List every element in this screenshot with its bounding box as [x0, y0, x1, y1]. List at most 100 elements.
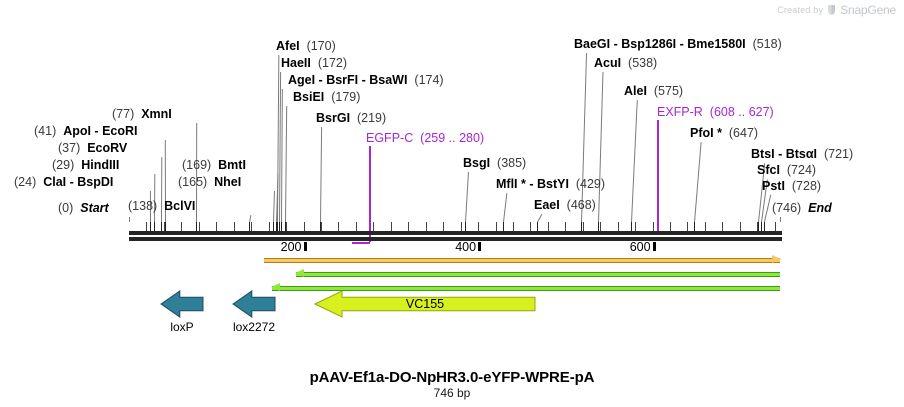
- arrow-head-left-icon: [295, 269, 304, 277]
- arrow-head-right-icon: [772, 255, 781, 263]
- primer-tick: [352, 242, 370, 244]
- green-reverse-feature-1[interactable]: [295, 269, 780, 278]
- ruler-minor-tick: [443, 222, 444, 231]
- enzyme-label: (746) End: [772, 202, 832, 215]
- snapgene-watermark: Created by SnapGene: [777, 3, 896, 17]
- enzyme-cut-tick: [694, 222, 695, 231]
- enzyme-cut-tick: [537, 222, 538, 231]
- enzyme-cut-tick: [503, 222, 504, 231]
- arrow-shape-icon: [160, 290, 204, 318]
- enzyme-label: (24) ClaI - BspDI: [14, 176, 113, 189]
- feature-arrow-loxP[interactable]: [160, 290, 204, 318]
- feature-arrow-lox2272[interactable]: [232, 290, 276, 318]
- enzyme-name: BmtI: [218, 158, 246, 172]
- enzyme-cut-tick: [273, 222, 274, 231]
- enzyme-cut-tick: [161, 222, 162, 231]
- enzyme-position: (518): [745, 37, 782, 51]
- enzyme-label: EaeI (468): [534, 199, 596, 212]
- ruler-minor-tick: [687, 222, 688, 231]
- enzyme-label: (169) BmtI: [182, 159, 246, 172]
- ruler-minor-tick: [426, 222, 427, 231]
- enzyme-position: (174): [407, 73, 444, 87]
- enzyme-position: (468): [559, 198, 596, 212]
- arrow-shape-icon: [232, 290, 276, 318]
- enzyme-label: BaeGI - Bsp1286I - Bme1580I (518): [574, 38, 782, 51]
- ruler-minor-tick: [530, 222, 531, 231]
- enzyme-cut-tick: [758, 222, 759, 231]
- enzyme-name: AgeI - BsrFI - BsaWI: [288, 73, 408, 87]
- feature-bar: [264, 258, 780, 263]
- enzyme-cut-tick: [764, 222, 765, 231]
- enzyme-name: PfoI *: [690, 126, 722, 140]
- enzyme-cut-tick: [279, 222, 280, 231]
- enzyme-cut-tick: [598, 222, 599, 231]
- ruler-minor-tick: [565, 222, 566, 231]
- enzyme-name: XmnI: [141, 107, 172, 121]
- ruler-minor-tick: [199, 222, 200, 231]
- ruler-minor-tick: [391, 222, 392, 231]
- primer-range: (259 .. 280): [413, 131, 485, 145]
- enzyme-cut-tick: [761, 222, 762, 231]
- ruler-minor-tick: [234, 222, 235, 231]
- primer-name: EXFP-R: [657, 105, 703, 119]
- enzyme-name: BclVI: [164, 199, 196, 213]
- feature-bar: [272, 286, 780, 291]
- ruler-minor-tick: [408, 222, 409, 231]
- ruler-minor-tick: [548, 222, 549, 231]
- feature-name-label: loxP: [170, 320, 194, 334]
- enzyme-position: (647): [721, 126, 759, 140]
- enzyme-name: ClaI - BspDI: [43, 175, 114, 189]
- enzyme-name: End: [808, 201, 832, 215]
- enzyme-position: (538): [621, 56, 658, 70]
- ruler-minor-tick: [338, 222, 339, 231]
- enzyme-cut-tick: [465, 222, 466, 231]
- sequence-length: 746 bp: [433, 386, 471, 400]
- enzyme-cut-tick: [581, 222, 582, 231]
- enzyme-label: HaeII (172): [281, 57, 347, 70]
- enzyme-position: (41): [34, 124, 64, 138]
- enzyme-position: (219): [350, 111, 387, 125]
- enzyme-position: (724): [779, 163, 817, 177]
- enzyme-position: (165): [178, 175, 215, 189]
- ruler-minor-tick: [775, 222, 776, 231]
- enzyme-name: BaeGI - Bsp1286I - Bme1580I: [574, 37, 746, 51]
- enzyme-name: BsiEI: [293, 90, 325, 104]
- ruler-minor-tick: [583, 222, 584, 231]
- enzyme-cut-tick: [154, 222, 155, 231]
- ruler-minor-tick: [461, 222, 462, 231]
- ruler-minor-tick: [251, 222, 252, 231]
- enzyme-cut-tick: [249, 222, 250, 231]
- enzyme-name: MflI * - BstYI: [496, 177, 569, 191]
- enzyme-name: AcuI: [594, 56, 622, 70]
- ruler-minor-tick: [600, 222, 601, 231]
- watermark-prefix: Created by: [777, 5, 824, 15]
- ruler-minor-tick: [373, 222, 374, 231]
- feature-arrow-vc155[interactable]: VC155: [314, 290, 536, 318]
- enzyme-name: EaeI: [534, 198, 560, 212]
- enzyme-name: AfeI: [276, 39, 300, 53]
- ruler-minor-tick: [513, 222, 514, 231]
- enzyme-position: (728): [784, 179, 822, 193]
- leader-line: [780, 217, 781, 222]
- feature-name-label: lox2272: [232, 320, 276, 334]
- feature-arrow-label: VC155: [405, 297, 445, 311]
- enzyme-label: (41) ApoI - EcoRI: [34, 125, 138, 138]
- enzyme-name: SfcI: [757, 163, 780, 177]
- ruler-minor-tick: [478, 222, 479, 231]
- enzyme-label: BsgI (385): [463, 157, 526, 170]
- ruler-minor-tick: [286, 222, 287, 231]
- orange-forward-feature[interactable]: [264, 255, 781, 264]
- watermark-brand: SnapGene: [840, 3, 896, 17]
- arrow-head-left-icon: [271, 283, 280, 291]
- enzyme-label: (77) XmnI: [112, 108, 172, 121]
- enzyme-position: (429): [568, 177, 606, 191]
- ruler-tick-label: 600: [629, 240, 651, 254]
- enzyme-label: BsiEI (179): [293, 91, 360, 104]
- ruler-bar-top: [129, 231, 782, 235]
- enzyme-position: (24): [14, 175, 44, 189]
- green-reverse-feature-2[interactable]: [271, 283, 780, 292]
- enzyme-position: (77): [112, 107, 142, 121]
